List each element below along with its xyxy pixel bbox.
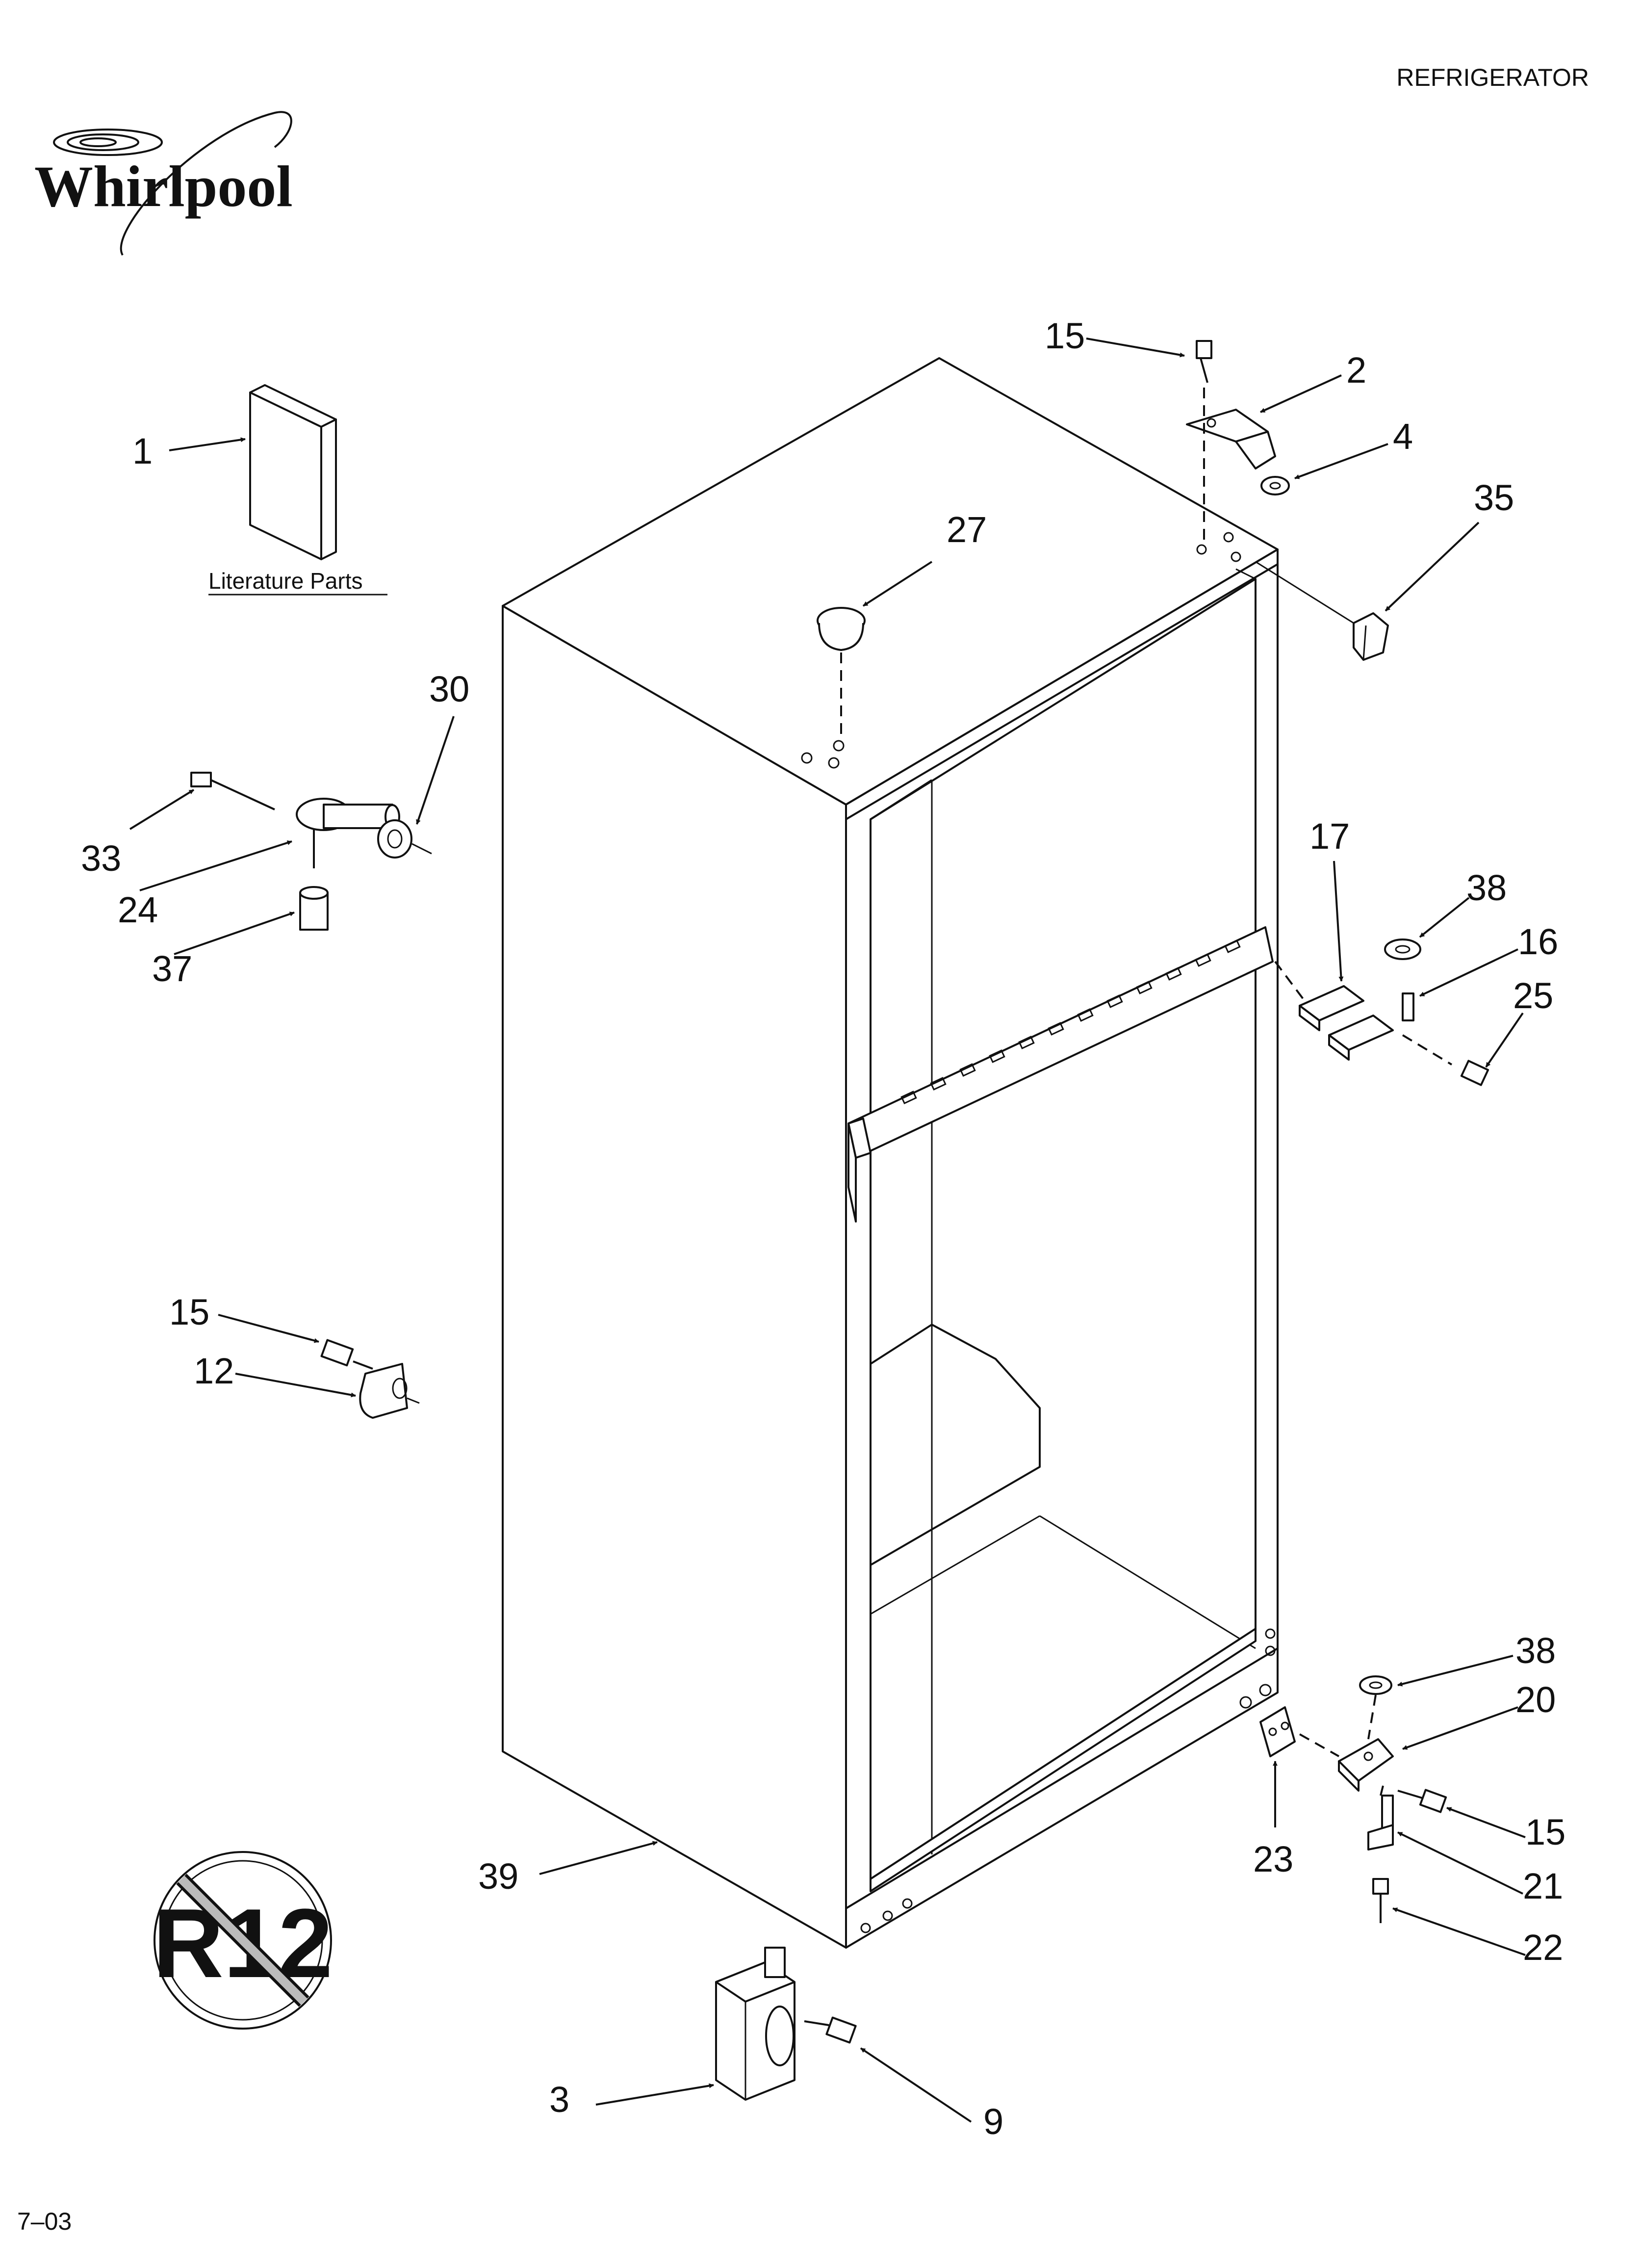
callout-35: 35 <box>1474 477 1514 518</box>
callout-12: 12 <box>194 1351 234 1391</box>
callout-2: 2 <box>1346 350 1366 391</box>
callout-27: 27 <box>947 509 987 550</box>
mullion-slots <box>900 939 1241 1104</box>
center-hinge-assembly <box>1274 938 1489 1086</box>
footer-code: 7–03 <box>17 2208 72 2235</box>
callout-38-bottom: 38 <box>1515 1630 1556 1671</box>
top-plug-part <box>817 607 866 741</box>
switch-module-part <box>715 1947 857 2101</box>
top-hinge-assembly <box>1186 340 1290 540</box>
product-title: REFRIGERATOR <box>1396 64 1589 91</box>
callout-38-mid: 38 <box>1466 867 1507 908</box>
callout-22: 22 <box>1523 1927 1563 1968</box>
callout-16: 16 <box>1518 921 1558 962</box>
callout-15-mid: 15 <box>169 1292 209 1332</box>
callout-23: 23 <box>1253 1839 1293 1879</box>
swirl-icon <box>53 111 292 256</box>
callout-37: 37 <box>152 948 192 989</box>
literature-parts-label: Literature Parts <box>208 568 362 594</box>
callout-33: 33 <box>81 838 121 879</box>
callout-39: 39 <box>478 1856 518 1897</box>
callout-3: 3 <box>549 2079 569 2120</box>
callout-numbers: 1 15 2 4 35 27 30 33 24 37 17 38 16 25 1… <box>81 315 1565 2142</box>
callout-15-bottom: 15 <box>1525 1812 1565 1852</box>
callout-9: 9 <box>983 2101 1003 2142</box>
callout-25: 25 <box>1513 975 1553 1016</box>
brand-wordmark: Whirlpool <box>34 154 293 219</box>
whirlpool-logo: Whirlpool <box>34 111 293 256</box>
callout-21: 21 <box>1523 1866 1563 1906</box>
callout-20: 20 <box>1515 1679 1556 1720</box>
door-stop-assembly <box>320 1339 420 1419</box>
literature-booklet <box>249 384 337 560</box>
refrigerator-cabinet <box>502 357 1279 1949</box>
leader-lines <box>129 338 1526 2123</box>
callout-1: 1 <box>132 431 153 471</box>
no-r12-badge: R12 <box>153 1851 333 2030</box>
callout-15-top: 15 <box>1045 315 1085 356</box>
callout-24: 24 <box>118 889 158 930</box>
bottom-hinge-assembly <box>1259 1675 1447 1923</box>
callout-30: 30 <box>429 669 469 709</box>
callout-17: 17 <box>1309 816 1350 857</box>
hinge-cap-part <box>1255 561 1389 661</box>
callout-4: 4 <box>1393 416 1413 457</box>
leveling-assembly-left <box>190 772 432 931</box>
